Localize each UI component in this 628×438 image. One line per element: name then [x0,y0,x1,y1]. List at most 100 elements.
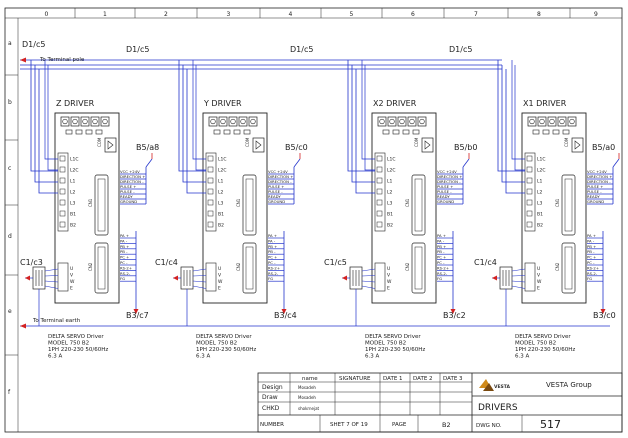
motor-arrow [492,275,497,281]
right-ref-label: B5/a0 [592,143,615,152]
signal-label: PC + [120,255,129,260]
signal-label: READY [120,194,133,199]
top-ref-label: D1/c5 [126,45,149,54]
cn2-connector [242,242,257,294]
terminal-screw [376,166,383,173]
signal-label: PULSE - [587,189,602,194]
page-value: B2 [442,421,451,429]
display-digit [248,116,258,127]
right-ref-label: B5/c0 [285,143,308,152]
supply-drop [501,65,525,183]
terminal-screw [207,199,214,206]
motor-wire [44,268,59,272]
display-digit [60,116,70,127]
com-port-mark [574,140,581,150]
terminal-label: L1C [218,157,227,163]
supply-drop [47,65,58,171]
supply-drop [195,65,206,171]
signal-label: PB + [268,244,277,249]
signal-label: PULSE - [268,189,283,194]
terminal-label: L3 [387,201,393,207]
signal-label: RS-2+ [437,265,449,270]
signal-label: PC + [437,255,446,260]
terminal-screw [526,199,533,206]
terminal-label: B1 [218,212,224,218]
terminal-screw [59,188,66,195]
ref-arrow [281,309,287,314]
terminal-label: L1C [537,157,546,163]
terminal-label: L2C [218,168,227,174]
signal-label: PC - [587,260,595,265]
terminal-screw [376,221,383,228]
supply-drop [497,60,525,172]
bottom-ref-label: B3/c7 [126,311,149,320]
column-label: 1 [103,11,107,18]
cn2-label: CN2 [555,262,560,271]
header-date1: DATE 1 [383,376,403,382]
supply-drop [364,65,375,171]
spec-line: DELTA SERVO Driver [48,334,104,340]
terminal-screw [59,210,66,217]
digit-knob [569,118,575,125]
right-ref-label: B5/b0 [454,143,477,152]
signal-label: PULSE + [587,184,603,189]
signal-label: PB + [437,244,446,249]
terminal-label: B1 [387,212,393,218]
digit-knob [230,118,236,125]
ref-arrow [133,309,139,314]
motor-wire [192,285,207,289]
cn2-pins [245,246,254,290]
signal-label: RS-2- [437,271,448,276]
spec-line: DELTA SERVO Driver [515,334,571,340]
logo-text: VESTA [494,384,511,390]
column-label: 2 [164,11,168,18]
driver-title: Y DRIVER [203,99,242,108]
cn1-label: CN1 [88,198,93,207]
display-digit [527,116,537,127]
terminal-screw [207,210,214,217]
signal-label: PC - [437,260,445,265]
uvw-label: V [70,273,74,279]
uvw-label: U [537,266,540,272]
motor-wire [361,275,376,277]
signal-label: VCC +24V [437,169,457,174]
signal-label: PB - [587,249,595,254]
driver-3: X2 DRIVERD1/c5COML1CL2CL1L2L3B1B2CN1CN2U… [290,45,477,360]
signal-label: PA + [120,233,129,238]
com-label: COM [564,137,569,147]
supply-drop [186,69,206,194]
uvw-label: W [387,279,392,285]
com-port-mark [255,140,262,150]
keypad-button [95,129,103,135]
supply-drop [34,65,58,183]
uvw-label: E [70,286,73,292]
motor-wire [44,285,59,289]
keypad-button [562,129,570,135]
signal-label: PULSE + [268,184,284,189]
keypad-button [532,129,540,135]
cn1-connector [561,174,576,236]
cn1-label: CN1 [236,198,241,207]
wiring: D1/c5 [20,40,610,329]
supply-drop [30,60,58,172]
bus-arrow [20,57,26,63]
uvw-label: E [537,286,540,292]
signal-label: GROUND [437,199,454,204]
signal-label: DIRECTION - [268,179,292,184]
driver-title: X1 DRIVER [523,99,567,108]
digit-knob [399,118,405,125]
digit-knob [240,118,246,125]
motor-arrow [173,275,178,281]
digit-knob [389,118,395,125]
motor-ref-label: C1/c4 [474,258,497,267]
cn1-pins [245,178,254,232]
com-port [104,137,117,153]
terminal-pole-label: To Terminal pole [39,57,85,63]
keypad-button [392,129,400,135]
spec-line: 6.3 A [365,354,379,360]
display-digit [377,116,387,127]
signal-label: PC + [587,255,596,260]
terminal-label: L3 [537,201,543,207]
keypad-button [85,129,93,135]
